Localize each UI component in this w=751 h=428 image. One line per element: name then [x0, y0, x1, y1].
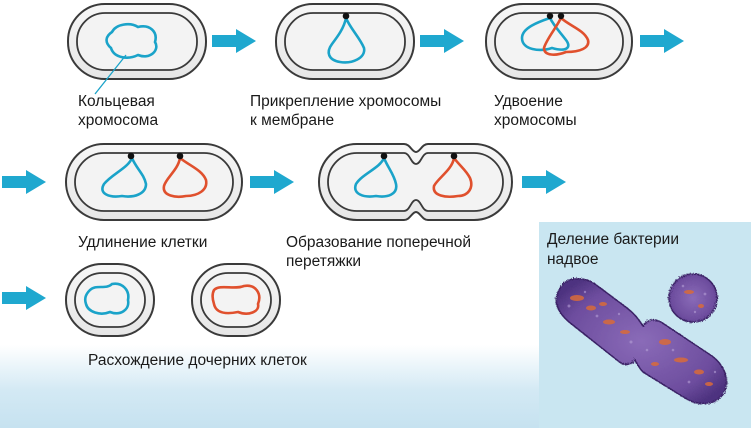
attachment-point-b — [176, 152, 184, 160]
caption-circular-chromosome: Кольцевая хромосома — [78, 93, 159, 129]
daughter-cell-1 — [65, 263, 155, 337]
chromosome-red — [162, 155, 208, 198]
daughter-cell-2 — [191, 263, 281, 337]
dividing-bacterium-micrograph — [555, 273, 728, 405]
cell-stage-2 — [275, 3, 415, 80]
chromosome-blue — [327, 13, 366, 64]
attachment-point-b — [557, 12, 565, 20]
chromosome-blue — [353, 154, 398, 198]
cell-content-spots — [570, 290, 713, 386]
caption-membrane-attachment: Прикрепление хромосомы к мембране — [250, 93, 442, 129]
arrow-1 — [212, 29, 256, 53]
attachment-point-a — [380, 152, 388, 160]
arrow-3 — [640, 29, 684, 53]
cell-stage-3 — [485, 3, 633, 80]
arrow-4 — [2, 170, 46, 194]
arrow-7 — [2, 286, 46, 310]
attachment-point-b — [450, 152, 458, 160]
spherical-bacterium — [668, 273, 718, 323]
caption-daughter-separation: Расхождение дочерних клеток — [88, 352, 307, 369]
arrow-6 — [522, 170, 566, 194]
membrane-attachment-point — [342, 12, 350, 20]
bacterium-body — [555, 277, 728, 405]
caption-cell-elongation: Удлинение клетки — [78, 234, 208, 251]
chromosome-blue — [83, 282, 130, 315]
micrograph-caption: Деление бактерии надвое — [547, 231, 679, 268]
caption-septum-formation: Образование поперечной перетяжки — [286, 234, 472, 270]
chromosome-red — [542, 15, 590, 56]
caption-pointer-line — [94, 54, 127, 95]
arrow-5 — [250, 170, 294, 194]
bottom-background-fade — [0, 345, 560, 428]
attachment-point-a — [546, 12, 554, 20]
chromosome-red — [432, 154, 473, 198]
cell-texture-dots — [567, 284, 717, 384]
cell-stage-1 — [67, 3, 207, 95]
chromosome-blue — [101, 154, 148, 198]
micrograph-panel: Деление бактерии надвое — [539, 222, 751, 428]
attachment-point-a — [127, 152, 135, 160]
chromosome-red — [211, 284, 261, 315]
cell-stage-5 — [317, 143, 514, 221]
chromosome-blue — [105, 22, 158, 59]
cell-stage-4 — [65, 143, 243, 221]
caption-chromosome-duplication: Удвоение хромосомы — [494, 93, 577, 129]
chromosome-blue — [520, 16, 570, 52]
arrow-2 — [420, 29, 464, 53]
